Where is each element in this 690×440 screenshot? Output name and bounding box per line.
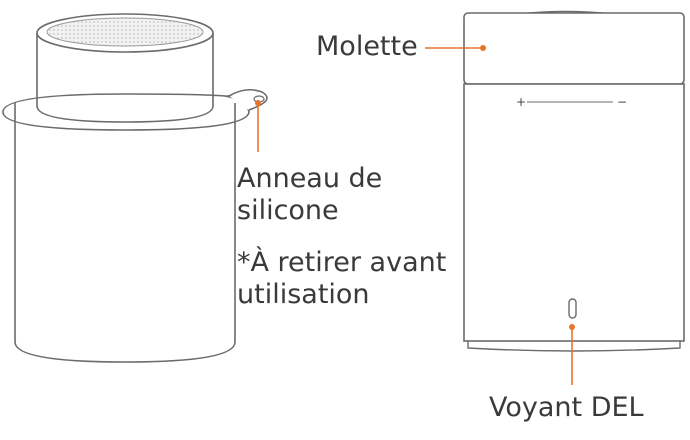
right-speaker-body xyxy=(463,83,685,342)
speaker-grille xyxy=(46,17,204,47)
molette-callout-dot xyxy=(480,45,486,51)
label-removal-note: *À retirer avant utilisation xyxy=(237,247,446,312)
anneau-callout-dot xyxy=(255,100,261,106)
label-removal-note-line2: utilisation xyxy=(237,279,370,311)
voyant-callout-dot xyxy=(569,324,575,330)
led-indicator xyxy=(568,298,577,319)
left-speaker xyxy=(2,13,268,363)
label-silicone-ring-line2: silicone xyxy=(237,195,339,227)
left-speaker-body xyxy=(14,103,236,363)
callouts xyxy=(255,45,575,385)
volume-minus-mark: − xyxy=(617,95,628,109)
left-speaker-top-section xyxy=(36,33,214,123)
label-silicone-ring: Anneau de silicone xyxy=(237,163,382,228)
volume-dial xyxy=(463,12,685,85)
label-removal-note-line1: *À retirer avant xyxy=(237,247,447,278)
silicone-ring-top xyxy=(2,93,226,113)
label-silicone-ring-line1: Anneau de xyxy=(237,163,383,194)
label-led-indicator: Voyant DEL xyxy=(489,392,644,423)
volume-plus-mark: + xyxy=(516,95,527,109)
right-speaker xyxy=(463,10,685,352)
right-speaker-base xyxy=(467,341,681,352)
label-molette: Molette xyxy=(316,31,418,62)
